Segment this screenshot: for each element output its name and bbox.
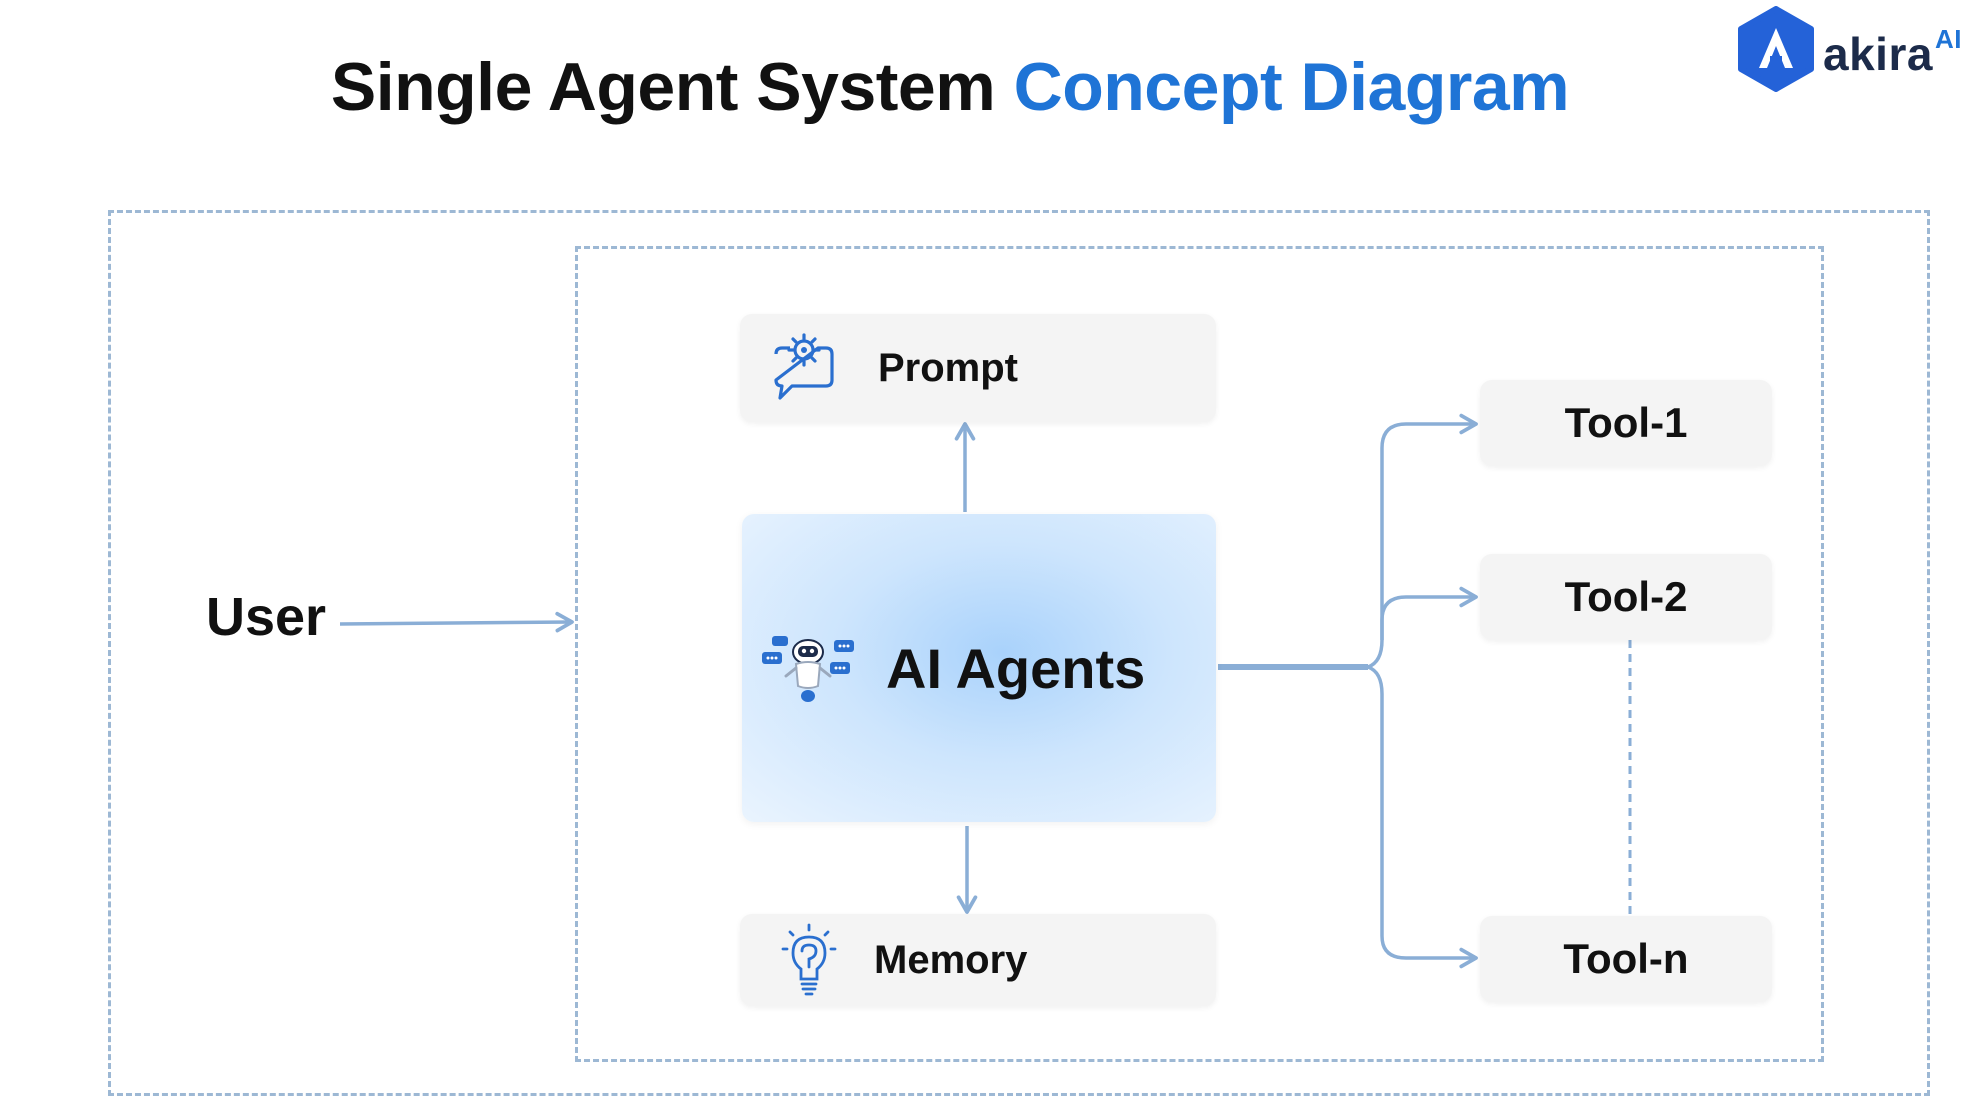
prompt-gear-chat-icon [774, 333, 834, 400]
akira-logo: akiraAI [1727, 0, 1967, 110]
ai-agents-label: AI Agents [886, 636, 1146, 700]
tool-1-label: Tool-1 [1564, 399, 1688, 446]
akira-hex-icon [1738, 6, 1814, 92]
user-to-agent-arrow [339, 611, 574, 633]
akira-brand-text: akiraAI [1823, 24, 1962, 80]
tool-2-label: Tool-2 [1564, 573, 1688, 620]
memory-node: Memory [740, 914, 1216, 1006]
ai-agents-node: AI Agents [742, 514, 1216, 822]
title-accent: Concept Diagram [1013, 49, 1570, 125]
lightbulb-brain-icon [781, 923, 837, 996]
tool-n-label: Tool-n [1563, 935, 1689, 982]
title-main: Single Agent System [330, 49, 996, 125]
tool1-branch [1367, 413, 1478, 669]
robot-agent-icon [762, 636, 854, 702]
agent-boundary [575, 246, 1824, 1062]
tooln-branch [1367, 665, 1478, 969]
tool2-branch [1380, 586, 1478, 640]
tool-1-node: Tool-1 [1480, 380, 1772, 466]
tool-n-node: Tool-n [1480, 916, 1772, 1002]
memory-label: Memory [874, 937, 1028, 982]
tool-2-node: Tool-2 [1480, 554, 1772, 640]
system-boundary [108, 210, 1930, 1096]
akira-brand-suffix: AI [1934, 24, 1962, 54]
prompt-node: Prompt [740, 314, 1216, 422]
page-title: Single Agent System Concept Diagram [0, 48, 1900, 126]
user-label: User [206, 587, 327, 647]
prompt-label: Prompt [878, 345, 1018, 390]
